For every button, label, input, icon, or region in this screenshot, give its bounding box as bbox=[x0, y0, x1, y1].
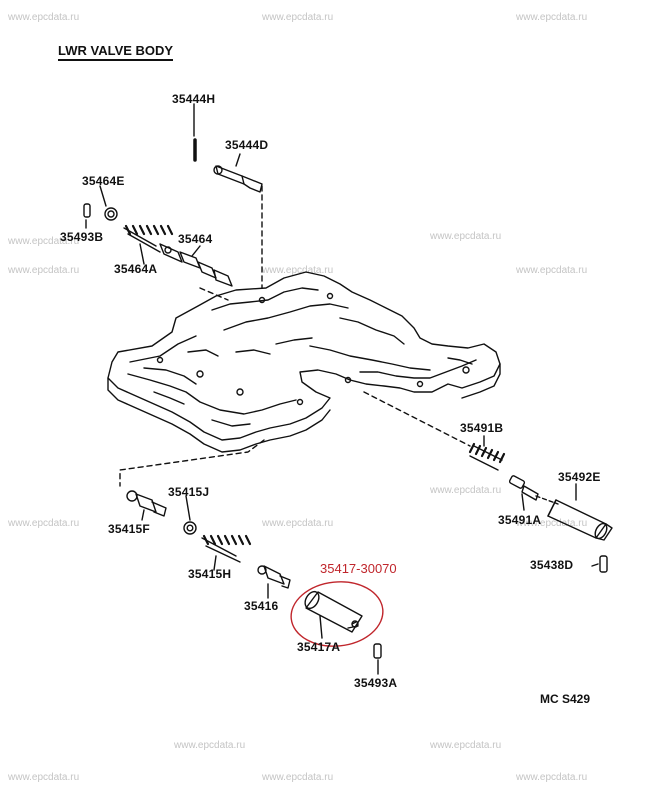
watermark: www.epcdata.ru bbox=[8, 772, 80, 783]
part-label-35493B[interactable]: 35493B bbox=[60, 230, 104, 244]
part-label-35438D[interactable]: 35438D bbox=[530, 558, 574, 572]
watermark: www.epcdata.ru bbox=[8, 236, 80, 247]
watermark: www.epcdata.ru bbox=[516, 265, 588, 276]
watermark: www.epcdata.ru bbox=[516, 772, 588, 783]
watermark: www.epcdata.ru bbox=[430, 231, 502, 242]
watermark: www.epcdata.ru bbox=[174, 740, 246, 751]
part-label-35491A[interactable]: 35491A bbox=[498, 513, 542, 527]
part-label-35444D[interactable]: 35444D bbox=[225, 138, 269, 152]
part-label-35464A[interactable]: 35464A bbox=[114, 262, 158, 276]
part-35416 bbox=[257, 565, 291, 589]
watermark: www.epcdata.ru bbox=[262, 265, 334, 276]
part-label-35492E[interactable]: 35492E bbox=[558, 470, 601, 484]
watermark: www.epcdata.ru bbox=[262, 772, 334, 783]
watermark: www.epcdata.ru bbox=[8, 12, 80, 23]
watermark: www.epcdata.ru bbox=[262, 12, 334, 23]
part-35415F bbox=[126, 490, 167, 517]
watermark: www.epcdata.ru bbox=[262, 518, 334, 529]
part-35444D bbox=[213, 165, 263, 193]
watermark: www.epcdata.ru bbox=[8, 518, 80, 529]
watermark: www.epcdata.ru bbox=[516, 12, 588, 23]
part-35492E bbox=[547, 499, 613, 541]
part-label-35491B[interactable]: 35491B bbox=[460, 421, 504, 435]
diagram-title: LWR VALVE BODY bbox=[58, 43, 174, 61]
part-35464 bbox=[159, 243, 233, 287]
figure-code: MC S429 bbox=[540, 692, 591, 706]
part-label-35493A[interactable]: 35493A bbox=[354, 676, 398, 690]
watermark: www.epcdata.ru bbox=[516, 518, 588, 529]
watermark: www.epcdata.ru bbox=[8, 265, 80, 276]
highlight-part-number[interactable]: 35417-30070 bbox=[320, 561, 397, 576]
highlight-ring bbox=[290, 581, 384, 647]
part-label-35415H[interactable]: 35415H bbox=[188, 567, 232, 581]
watermark: www.epcdata.ru bbox=[430, 485, 502, 496]
part-35491A bbox=[508, 475, 539, 501]
watermark: www.epcdata.ru bbox=[430, 740, 502, 751]
part-label-35444H[interactable]: 35444H bbox=[172, 92, 216, 106]
part-label-35415F[interactable]: 35415F bbox=[108, 522, 150, 536]
valve-body-plate bbox=[107, 271, 501, 453]
part-label-35464E[interactable]: 35464E bbox=[82, 174, 125, 188]
part-35417A bbox=[304, 590, 363, 633]
part-label-35416[interactable]: 35416 bbox=[244, 599, 279, 613]
part-label-35417A[interactable]: 35417A bbox=[297, 640, 341, 654]
part-label-35415J[interactable]: 35415J bbox=[168, 485, 210, 499]
part-label-35464[interactable]: 35464 bbox=[178, 232, 213, 246]
